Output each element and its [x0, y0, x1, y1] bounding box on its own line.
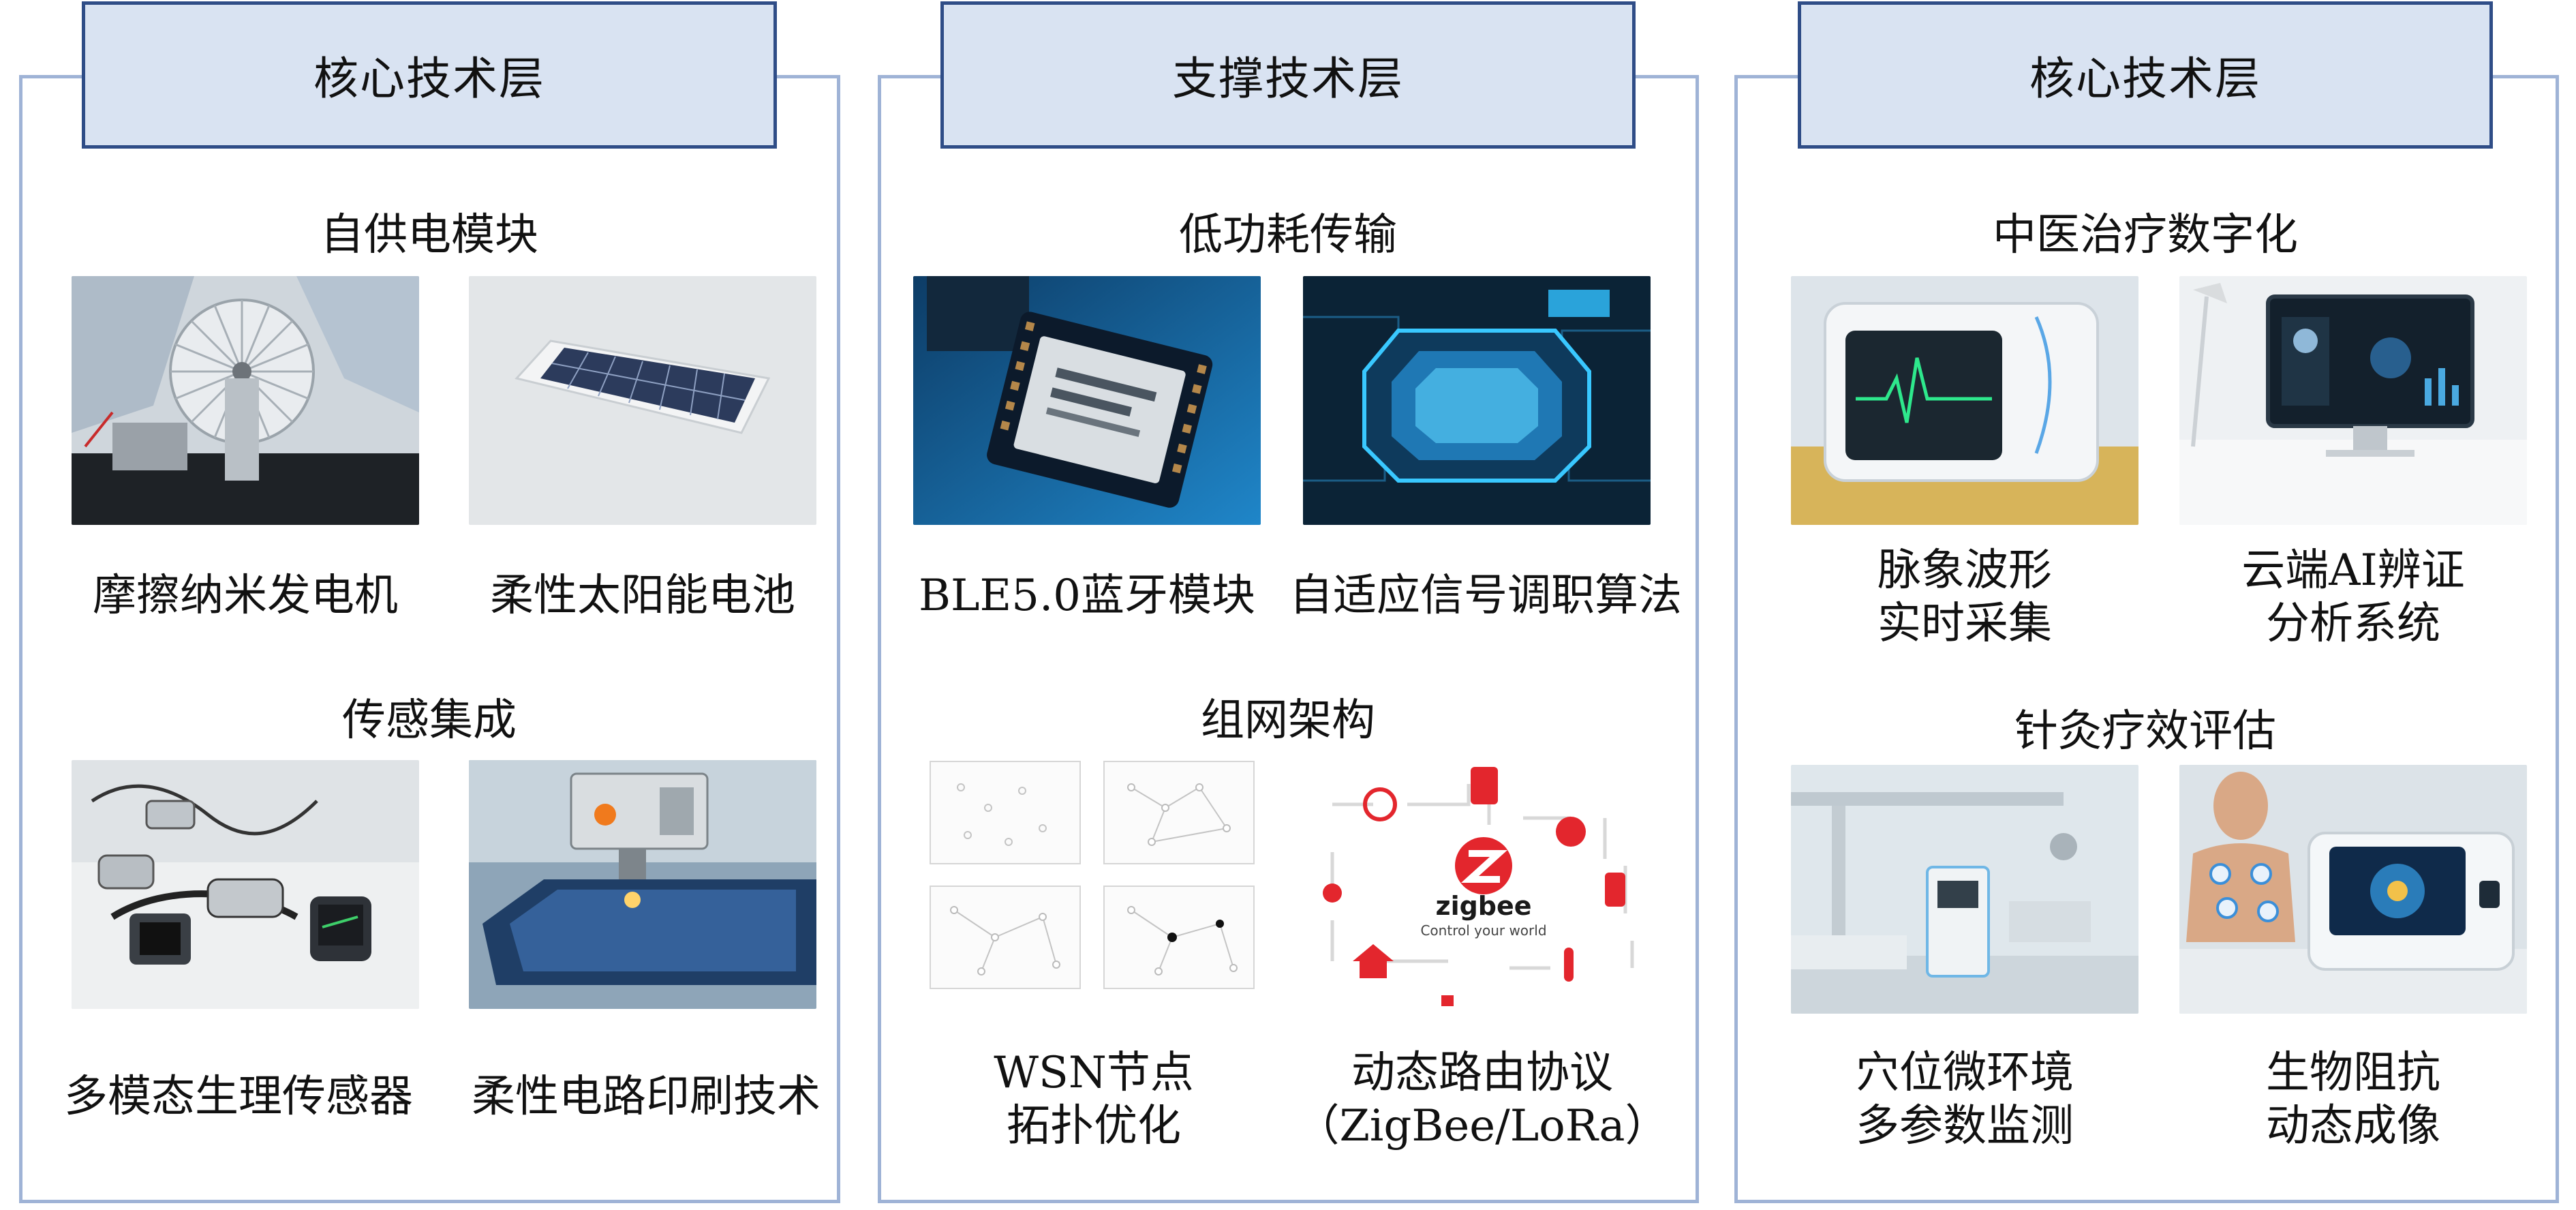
caption-cloud-ai-system: 云端AI辨证 分析系统 [2241, 545, 2465, 649]
column-header-label: 核心技术层 [2029, 52, 2261, 105]
bluetooth-chip-photo [913, 276, 1261, 525]
acupuncture-mannequin-photo [2179, 765, 2527, 1014]
caption-triboelectric-generator: 摩擦纳米发电机 [93, 571, 398, 621]
section-title-acupuncture-evaluation: 针灸疗效评估 [2014, 706, 2276, 757]
caption-circuit-printing: 柔性电路印刷技术 [472, 1072, 821, 1122]
caption-adaptive-signal-algorithm: 自适应信号调职算法 [1289, 571, 1682, 621]
network-topology-diagram [927, 760, 1261, 1009]
section-title-sensor-integration: 传感集成 [342, 695, 517, 746]
caption-bluetooth-module: BLE5.0蓝牙模块 [918, 571, 1256, 621]
triboelectric-generator-photo [72, 276, 419, 525]
section-title-self-power: 自供电模块 [320, 210, 538, 260]
zigbee-logo-diagram: zigbee Control your world [1305, 763, 1649, 1019]
column-core-tech-1 [19, 75, 840, 1203]
column-header-label: 核心技术层 [313, 52, 545, 105]
caption-acupoint-monitoring: 穴位微环境 多参数监测 [1856, 1048, 2074, 1151]
physiological-sensors-photo [72, 760, 419, 1009]
circuit-printing-machine-photo [469, 760, 816, 1009]
caption-physiological-sensors: 多模态生理传感器 [64, 1072, 413, 1122]
caption-wsn-topology: WSN节点 拓扑优化 [994, 1048, 1194, 1151]
zigbee-tagline-text: Control your world [1420, 922, 1546, 939]
column-header-support-tech: 支撑技术层 [940, 1, 1636, 149]
column-header-core-tech-2: 核心技术层 [1798, 1, 2493, 149]
caption-bioimpedance-imaging: 生物阻抗 动态成像 [2266, 1048, 2440, 1151]
column-header-label: 支撑技术层 [1172, 52, 1404, 105]
flexible-solar-cell-photo [469, 276, 816, 525]
column-core-tech-2 [1734, 75, 2559, 1203]
pulse-monitor-photo [1791, 276, 2138, 525]
ai-diagnosis-screen-photo [2179, 276, 2527, 525]
clinic-room-photo [1791, 765, 2138, 1014]
section-title-tcm-digitalization: 中医治疗数字化 [1993, 210, 2298, 260]
zigbee-logo-text: zigbee [1435, 891, 1531, 921]
section-title-low-power-transmission: 低功耗传输 [1179, 210, 1397, 260]
signal-processor-chip-photo [1303, 276, 1651, 525]
caption-dynamic-routing: 动态路由协议 （ZigBee/LoRa） [1295, 1048, 1669, 1151]
caption-pulse-waveform: 脉象波形 实时采集 [1877, 545, 2052, 649]
caption-flexible-solar-cell: 柔性太阳能电池 [490, 571, 795, 621]
section-title-network-architecture: 组网架构 [1201, 695, 1375, 746]
column-header-core-tech-1: 核心技术层 [82, 1, 777, 149]
